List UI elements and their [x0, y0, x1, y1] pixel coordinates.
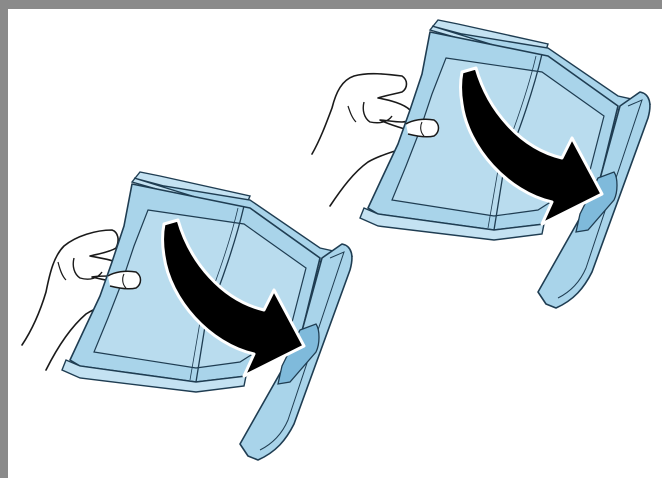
frame-top-bar	[0, 0, 662, 9]
frame-left-bar	[0, 0, 8, 478]
filter-illustration-lower	[22, 172, 352, 460]
filter-illustration-upper	[312, 20, 650, 308]
thumb-icon	[406, 119, 439, 137]
thumb-icon	[108, 271, 141, 289]
